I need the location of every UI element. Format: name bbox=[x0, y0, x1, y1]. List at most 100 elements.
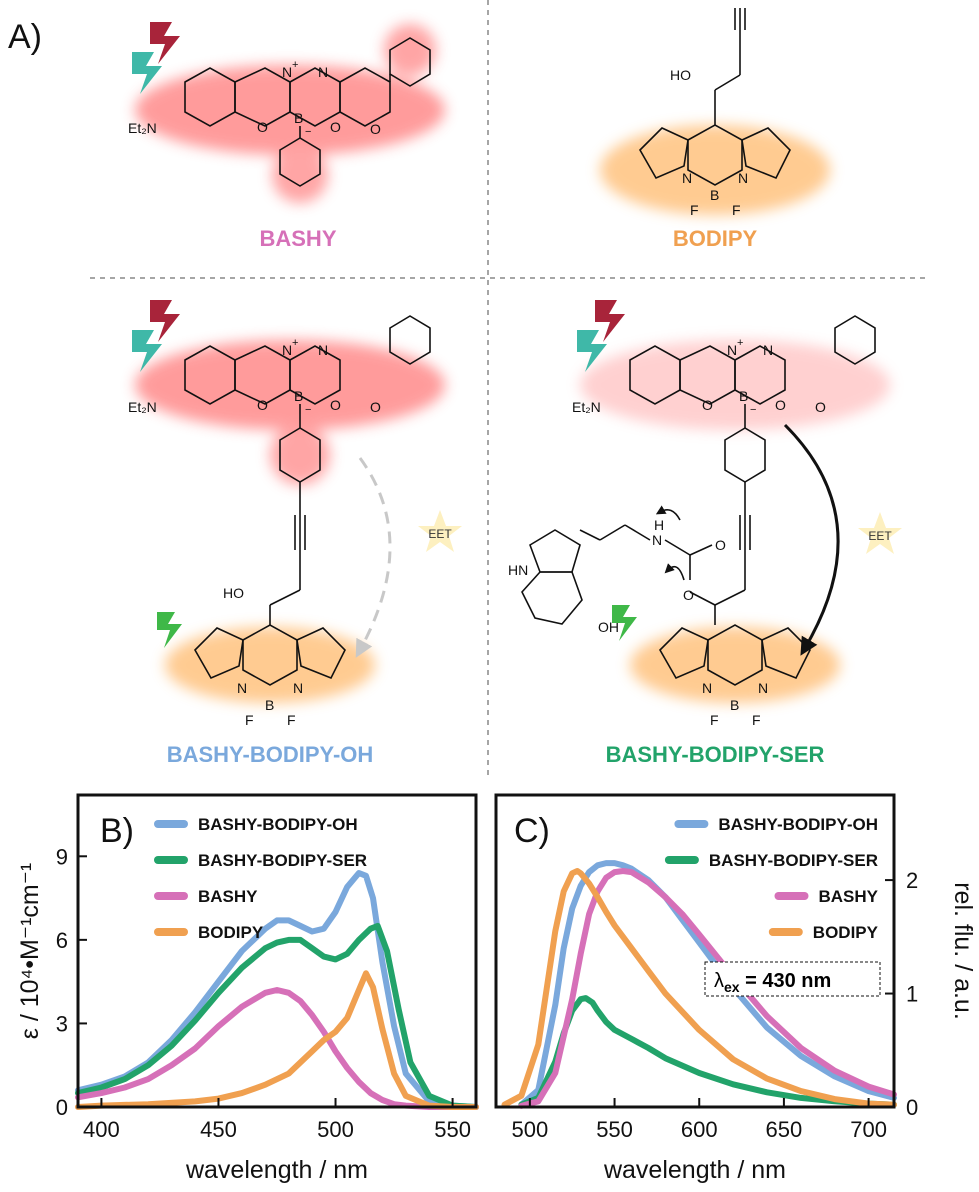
oh-bodipy-b: B bbox=[265, 697, 274, 713]
y-tick-label: 6 bbox=[56, 928, 68, 953]
bashy-carbonyl-o: O bbox=[370, 121, 381, 137]
panel-b-series-lines bbox=[75, 870, 479, 1110]
ser-lightning-red-icon bbox=[595, 300, 625, 342]
legend-label: BASHY-BODIPY-SER bbox=[709, 851, 878, 870]
ser-hn: HN bbox=[508, 562, 528, 578]
legend-label: BASHY bbox=[198, 887, 258, 906]
panel-b-frame bbox=[76, 793, 478, 1109]
ser-bashy-n-plus: N bbox=[727, 342, 737, 358]
oh-bodipy-n1: N bbox=[237, 680, 247, 696]
panel-c-frame bbox=[494, 793, 896, 1109]
oh-bashy-n-plus: N bbox=[282, 342, 292, 358]
ser-curved-arrow-1 bbox=[655, 505, 681, 521]
bashy-n: N bbox=[318, 64, 328, 80]
y-tick-label: 9 bbox=[56, 844, 68, 869]
bashy-bodipy-ser-structure: O O N H HN OH N + N B − O O O Et₂N N N B… bbox=[508, 300, 902, 767]
bashy-o1: O bbox=[257, 119, 268, 135]
legend-label: BODIPY bbox=[198, 923, 264, 942]
x-tick-label: 550 bbox=[434, 1117, 471, 1142]
panel-b-xlabel: wavelength / nm bbox=[185, 1156, 368, 1184]
bashy-n-plus: N bbox=[282, 64, 292, 80]
x-tick-label: 700 bbox=[850, 1117, 887, 1142]
bodipy-f1: F bbox=[690, 202, 699, 218]
ser-eet-label: EET bbox=[868, 529, 892, 543]
ser-eet-arrow bbox=[783, 423, 840, 656]
excitation-subscript: ex bbox=[724, 979, 740, 995]
panel-c-series-lines bbox=[501, 860, 897, 1109]
bodipy-f2: F bbox=[732, 202, 741, 218]
ser-bodipy-f2: F bbox=[752, 712, 761, 728]
ser-bodipy-b: B bbox=[730, 697, 739, 713]
ser-eet-star-icon bbox=[858, 512, 902, 554]
oh-bashy-plus: + bbox=[292, 337, 298, 349]
series-line-bashy bbox=[75, 987, 479, 1110]
excitation-symbol: λ bbox=[714, 970, 724, 992]
x-tick-label: 500 bbox=[317, 1117, 354, 1142]
oh-bashy-n: N bbox=[318, 342, 328, 358]
ser-bodipy-f1: F bbox=[710, 712, 719, 728]
panel-c-letter: C) bbox=[514, 812, 550, 850]
legend-label: BODIPY bbox=[813, 923, 879, 942]
ser-o-ester: O bbox=[683, 587, 694, 603]
series-line-bashy-bodipy-oh bbox=[518, 860, 897, 1108]
ser-bashy-o1: O bbox=[702, 397, 713, 413]
excitation-text: λex = 430 nm bbox=[714, 970, 831, 995]
x-tick-label: 450 bbox=[200, 1117, 237, 1142]
bashy-et2n: Et₂N bbox=[128, 120, 157, 136]
oh-bashy-o2: O bbox=[330, 397, 341, 413]
ser-bashy-b: B bbox=[739, 388, 748, 404]
ser-carbonyl-o: O bbox=[715, 537, 726, 553]
x-tick-label: 400 bbox=[83, 1117, 120, 1142]
series-line-bashy-bodipy-oh bbox=[75, 870, 479, 1110]
oh-bodipy-n2: N bbox=[293, 680, 303, 696]
bashy-bodipy-oh-label: BASHY-BODIPY-OH bbox=[167, 742, 374, 767]
bodipy-n2: N bbox=[738, 170, 748, 186]
y-tick-label: 0 bbox=[906, 1095, 918, 1120]
bashy-bodipy-oh-structure: N + N B − O O O Et₂N HO N N B F F EET BA… bbox=[128, 300, 462, 767]
oh-bodipy-f1: F bbox=[245, 712, 254, 728]
y-tick-label: 0 bbox=[56, 1095, 68, 1120]
bodipy-label: BODIPY bbox=[673, 226, 758, 251]
x-tick-label: 600 bbox=[681, 1117, 718, 1142]
legend-label: BASHY-BODIPY-OH bbox=[198, 815, 358, 834]
oh-bashy-carbonyl-o: O bbox=[370, 399, 381, 415]
bashy-label: BASHY bbox=[259, 226, 336, 251]
bashy-b: B bbox=[294, 110, 303, 126]
oh-lightning-red-icon bbox=[150, 300, 180, 342]
bodipy-b: B bbox=[710, 187, 719, 203]
bashy-minus-charge: − bbox=[305, 126, 311, 138]
bashy-bodipy-ser-label: BASHY-BODIPY-SER bbox=[606, 742, 825, 767]
panel-b-ylabel: ε / 10⁴•M⁻¹cm⁻¹ bbox=[16, 863, 44, 1039]
panel-c-xlabel: wavelength / nm bbox=[603, 1156, 786, 1184]
ser-h: H bbox=[654, 517, 664, 533]
series-line-bodipy bbox=[75, 970, 479, 1110]
excitation-value: = 430 nm bbox=[740, 970, 832, 992]
ser-bashy-minus: − bbox=[750, 404, 756, 416]
ser-n: N bbox=[652, 532, 662, 548]
panel-c-ylabel: rel. flu. / a.u. bbox=[949, 882, 977, 1020]
panel-c-legend: BASHY-BODIPY-OHBASHY-BODIPY-SERBASHYBODI… bbox=[664, 815, 879, 942]
oh-bashy-o1: O bbox=[257, 397, 268, 413]
bashy-structure: N + N B − O O O Et₂N BASHY bbox=[128, 22, 445, 251]
oh-lightning-teal-icon bbox=[132, 330, 162, 372]
oh-lightning-green-icon bbox=[157, 612, 182, 648]
bashy-o2: O bbox=[330, 119, 341, 135]
panel-a-letter: A) bbox=[8, 18, 42, 56]
panel-a: A) N + N B − O O O Et₂ bbox=[8, 0, 930, 775]
ser-lightning-teal-icon bbox=[577, 330, 607, 372]
ser-lightning-green-icon bbox=[612, 605, 637, 641]
legend-label: BASHY-BODIPY-SER bbox=[198, 851, 367, 870]
bashy-plus-charge: + bbox=[292, 59, 298, 71]
legend-label: BASHY-BODIPY-OH bbox=[718, 815, 878, 834]
ser-bashy-o2: O bbox=[775, 397, 786, 413]
series-line-bashy-bodipy-ser bbox=[75, 922, 479, 1110]
ser-bashy-carbonyl-o: O bbox=[815, 399, 826, 415]
series-line-bodipy bbox=[501, 868, 897, 1108]
lightning-red-icon bbox=[150, 22, 180, 64]
oh-ho: HO bbox=[223, 585, 244, 601]
panel-b-letter: B) bbox=[100, 812, 134, 850]
x-tick-label: 650 bbox=[766, 1117, 803, 1142]
